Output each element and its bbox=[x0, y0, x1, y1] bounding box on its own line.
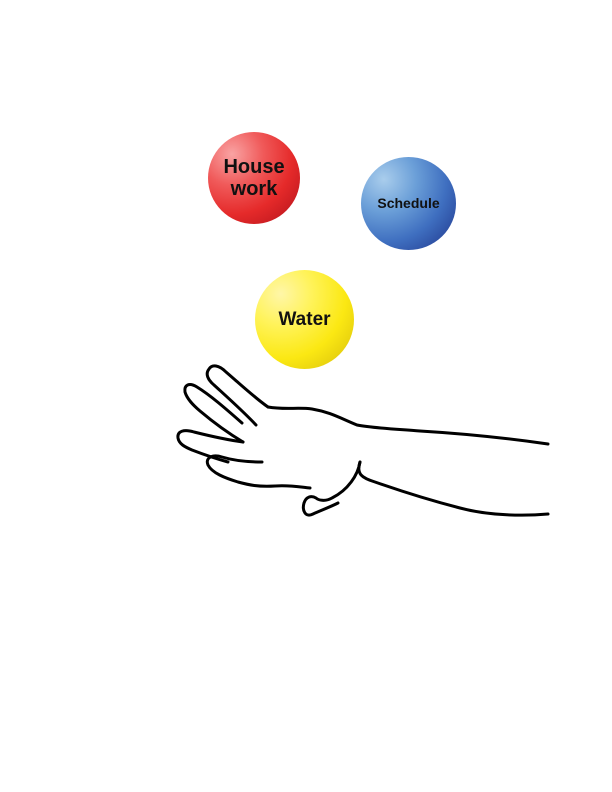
middle-finger-contour bbox=[183, 383, 245, 444]
water-label: Water bbox=[278, 308, 331, 330]
housework-label: House work bbox=[223, 156, 284, 201]
housework-label-line-2: work bbox=[230, 178, 278, 200]
palm-bottom-contour bbox=[205, 454, 312, 490]
thumb-contour bbox=[301, 460, 362, 517]
wrist-top-contour bbox=[266, 405, 550, 446]
ring-finger-contour bbox=[176, 429, 245, 464]
index-finger-contour bbox=[205, 364, 270, 427]
housework-label-line-1: House bbox=[223, 155, 285, 178]
water-ball: Water bbox=[255, 270, 354, 369]
schedule-ball: Schedule bbox=[361, 157, 456, 250]
schedule-label: Schedule bbox=[377, 194, 440, 211]
wrist-bottom-contour bbox=[357, 460, 550, 517]
housework-ball: House work bbox=[208, 132, 300, 224]
